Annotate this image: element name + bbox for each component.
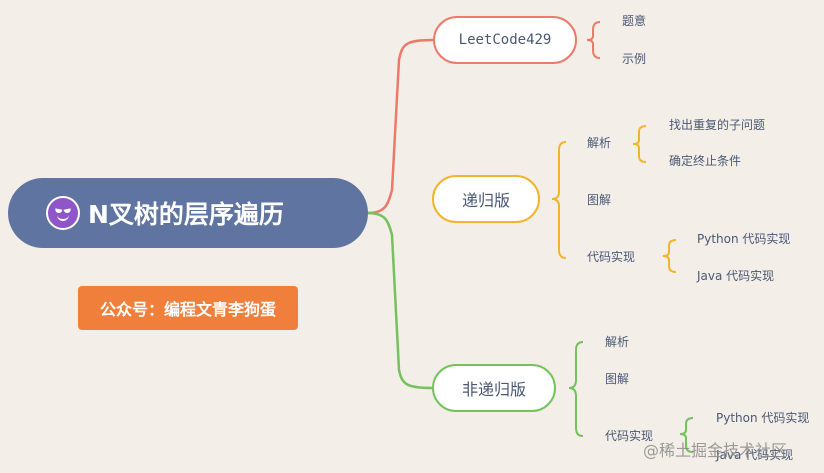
leaf-rec-java[interactable]: Java 代码实现	[697, 269, 775, 283]
leaf-nonrec-java[interactable]: Java 代码实现	[716, 448, 794, 462]
leaf-rec-python[interactable]: Python 代码实现	[697, 232, 791, 246]
leaf-rec-subproblem[interactable]: 找出重复的子问题	[669, 118, 766, 132]
leaf-rec-code[interactable]: 代码实现	[587, 250, 636, 264]
branch-nonrecursive[interactable]: 非递归版	[432, 364, 556, 412]
leaf-rec-analysis[interactable]: 解析	[587, 136, 612, 150]
leaf-nonrec-diagram[interactable]: 图解	[605, 372, 630, 386]
root-node[interactable]: N叉树的层序遍历	[8, 178, 368, 248]
branch-recursive[interactable]: 递归版	[432, 175, 540, 223]
account-tag: 公众号：编程文青李狗蛋	[78, 286, 298, 330]
leaf-problem[interactable]: 题意	[622, 14, 647, 28]
leaf-rec-diagram[interactable]: 图解	[587, 193, 612, 207]
leaf-nonrec-analysis[interactable]: 解析	[605, 335, 630, 349]
devil-face-icon	[46, 196, 80, 230]
leaf-nonrec-code[interactable]: 代码实现	[605, 429, 654, 443]
watermark: @稀土掘金技术社区	[643, 441, 788, 460]
leaf-rec-termination[interactable]: 确定终止条件	[669, 154, 742, 168]
leaf-example[interactable]: 示例	[622, 52, 647, 66]
leaf-nonrec-python[interactable]: Python 代码实现	[716, 411, 810, 425]
root-title: N叉树的层序遍历	[88, 200, 284, 229]
branch-leetcode[interactable]: LeetCode429	[433, 16, 577, 64]
